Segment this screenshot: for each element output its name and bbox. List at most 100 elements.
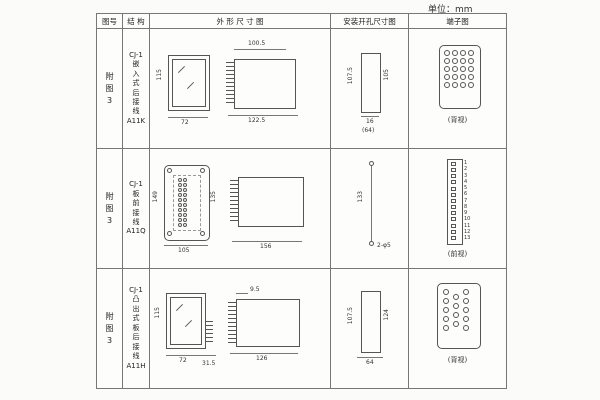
header-mount: 安装开孔尺寸图 — [331, 14, 409, 29]
terminal-pin-grid — [178, 178, 187, 227]
dim-line — [361, 116, 379, 117]
terminal-drawing-row1: (背视) — [409, 29, 507, 149]
header-terminal: 端子图 — [409, 14, 507, 29]
dim-line — [357, 357, 383, 358]
dimension-table: 图号 结 构 外 形 尺 寸 图 安装开孔尺寸图 端子图 附 图 3 CJ-1 … — [96, 13, 507, 389]
outline-drawing-row3: 115 72 31.5 9.5 126 — [150, 269, 331, 389]
dim-line — [204, 355, 216, 356]
view-label: (背视) — [447, 356, 468, 364]
terminal-pin-grid — [443, 289, 469, 331]
terminal-strip-outline — [447, 159, 463, 245]
mount-hole — [369, 161, 374, 166]
terminal-number: 3 — [464, 172, 468, 179]
terminal-pin-grid — [444, 50, 474, 88]
terminal-strip-pins — [451, 162, 456, 240]
hole-callout: 2-φ5 — [377, 242, 391, 249]
corner-hole — [167, 168, 172, 173]
cutout-outline — [361, 53, 381, 113]
terminal-block-outline — [439, 45, 481, 109]
dim-line — [228, 115, 298, 116]
corner-hole — [167, 231, 172, 236]
dim-inner-height: 135 — [210, 191, 217, 203]
dim-depth-bottom: 122.5 — [248, 117, 266, 124]
terminal-number: 10 — [464, 216, 471, 223]
fig-cell-row3: 附 图 3 — [97, 269, 123, 389]
terminal-number: 2 — [464, 166, 468, 173]
structure-cell-row3: CJ-1 凸 出 式 板 后 接 线 A11H — [123, 269, 150, 389]
dim-cutout-height2: 124 — [383, 309, 390, 321]
dim-hole-span: 133 — [357, 191, 364, 203]
dim-width: 72 — [181, 119, 189, 126]
header-fig: 图号 — [97, 14, 123, 29]
dim-height: 115 — [156, 69, 163, 81]
mount-drawing-row2: 133 2-φ5 — [331, 149, 409, 269]
dim-depth: 126 — [256, 355, 268, 362]
header-structure: 结 构 — [123, 14, 150, 29]
terminal-number: 11 — [464, 222, 471, 229]
dim-height: 115 — [154, 307, 161, 319]
corner-hole — [200, 168, 205, 173]
mount-drawing-row1: 107.5 105 16 (64) — [331, 29, 409, 149]
dim-connector: 31.5 — [202, 360, 216, 367]
dim-line — [232, 241, 302, 242]
connector-pins — [230, 180, 238, 224]
terminal-number: 12 — [464, 228, 471, 235]
header-outline: 外 形 尺 寸 图 — [150, 14, 331, 29]
dim-line — [168, 117, 208, 118]
fig-label: 附 图 3 — [105, 191, 114, 225]
front-view-outline — [168, 55, 210, 111]
dim-line — [164, 245, 208, 246]
terminal-drawing-row2: 1 2 3 4 5 6 7 8 9 10 11 12 13 (前视) — [409, 149, 507, 269]
cutout-outline — [361, 291, 381, 353]
structure-cell-row1: CJ-1 嵌 入 式 后 接 线 A11K — [123, 29, 150, 149]
connector-pins — [228, 302, 236, 344]
dim-plate-width: 105 — [178, 247, 190, 254]
terminal-number: 13 — [464, 235, 471, 241]
front-view-inner — [172, 59, 206, 107]
mount-hole — [369, 241, 374, 246]
center-line — [371, 165, 372, 241]
dim-pin-depth: 9.5 — [250, 286, 260, 293]
dim-cutout-height2: 105 — [383, 69, 390, 81]
mount-drawing-row3: 107.5 124 64 — [331, 269, 409, 389]
dim-line — [166, 355, 204, 356]
dim-line — [230, 353, 298, 354]
dim-width: 72 — [179, 357, 187, 364]
dim-cutout-span: (64) — [362, 127, 375, 134]
dim-line — [234, 49, 286, 50]
terminal-number: 6 — [464, 191, 468, 198]
connector-pins — [226, 62, 234, 106]
view-label: (前视) — [447, 250, 468, 258]
structure-label: CJ-1 凸 出 式 板 后 接 线 A11H — [126, 286, 146, 370]
side-view-outline — [234, 59, 296, 109]
unit-label: 单位：mm — [428, 5, 473, 15]
dim-depth-top: 100.5 — [248, 40, 266, 47]
structure-label: CJ-1 嵌 入 式 后 接 线 A11K — [126, 50, 146, 125]
terminal-drawing-row3: (背视) — [409, 269, 507, 389]
terminal-number: 9 — [464, 210, 468, 216]
dim-plate-height: 149 — [152, 191, 159, 203]
rear-connector — [205, 321, 213, 345]
terminal-number: 8 — [464, 203, 468, 210]
terminal-number: 1 — [464, 160, 468, 166]
terminal-numbers: 1 2 3 4 5 6 7 8 9 10 11 12 13 — [464, 161, 470, 241]
front-plate-outline — [164, 165, 210, 241]
front-view-inner — [170, 297, 202, 345]
view-label: (背视) — [447, 116, 468, 124]
side-view-outline — [236, 299, 300, 347]
inner-dashed-outline — [173, 175, 201, 231]
structure-label: CJ-1 板 前 接 线 A11Q — [126, 180, 146, 236]
side-view-outline — [238, 177, 304, 227]
fig-cell-row1: 附 图 3 — [97, 29, 123, 149]
dim-cutout-height: 107.5 — [347, 67, 354, 85]
dim-cutout-height: 107.5 — [347, 307, 354, 325]
dim-cutout-width: 64 — [366, 359, 374, 366]
terminal-number: 5 — [464, 185, 468, 191]
dim-cutout-width: 16 — [366, 118, 374, 125]
fig-label: 附 图 3 — [105, 311, 114, 345]
dim-line — [236, 293, 248, 294]
structure-cell-row2: CJ-1 板 前 接 线 A11Q — [123, 149, 150, 269]
terminal-number: 4 — [464, 178, 468, 185]
fig-cell-row2: 附 图 3 — [97, 149, 123, 269]
